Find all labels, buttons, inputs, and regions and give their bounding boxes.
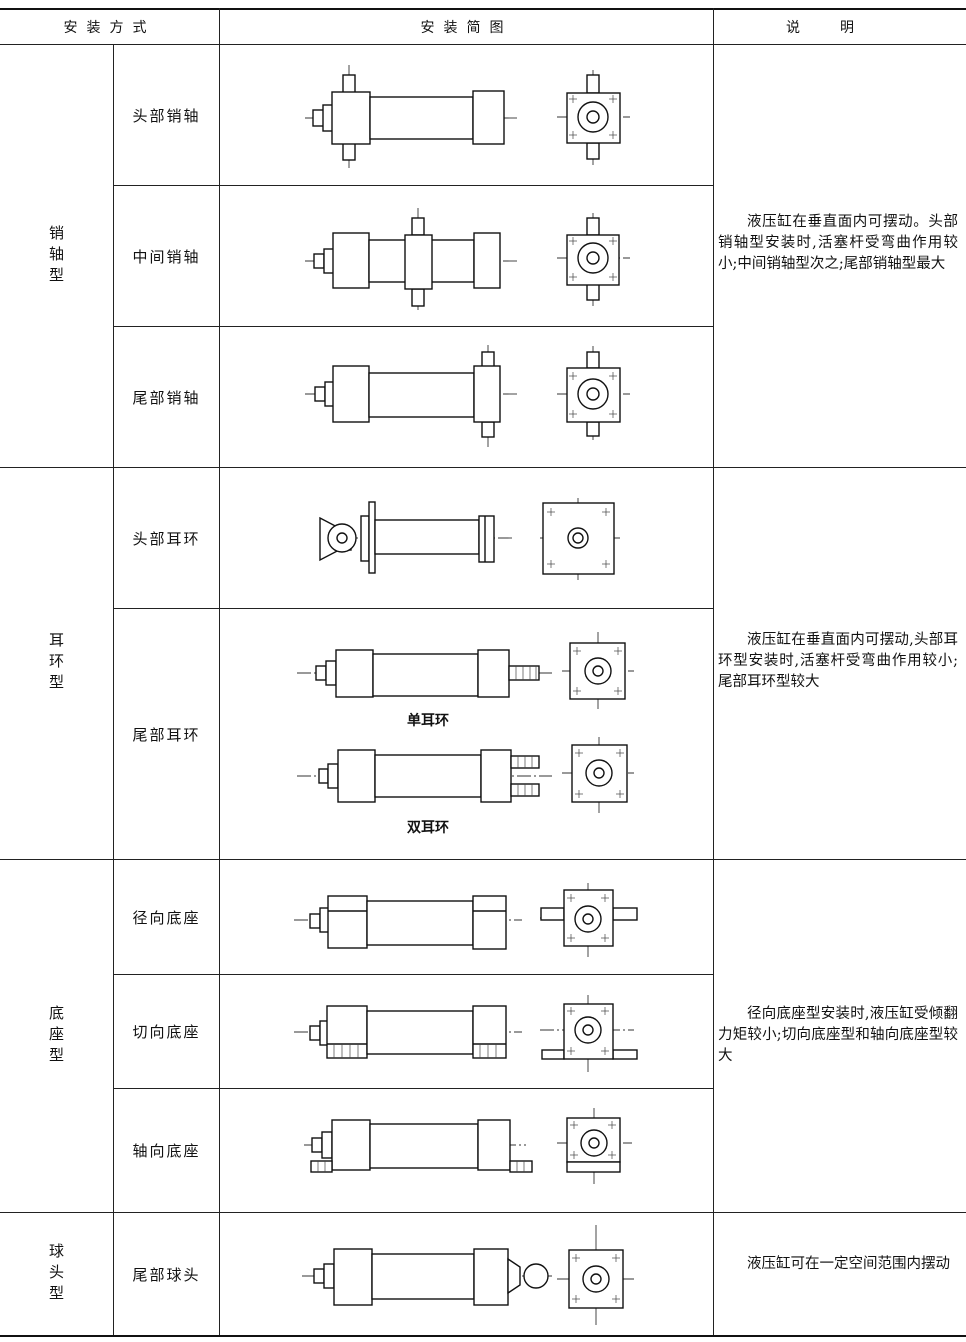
header-diagram: 安装简图 bbox=[420, 19, 513, 36]
note-ball: 液压缸可在一定空间范围内摆动 bbox=[747, 1256, 950, 1272]
group-label-pin: 销轴型 bbox=[47, 224, 65, 288]
item-radial-foot: 径向底座 bbox=[132, 908, 201, 927]
item-head-pin: 头部销轴 bbox=[132, 106, 201, 125]
item-tail-ball: 尾部球头 bbox=[132, 1265, 201, 1284]
header-note: 说明 bbox=[786, 19, 894, 36]
diagram-head-pin bbox=[305, 65, 630, 168]
diagram-middle-pin bbox=[305, 208, 630, 310]
item-tangential-foot: 切向底座 bbox=[132, 1023, 201, 1041]
diagram-tail-ball bbox=[302, 1225, 634, 1325]
header-method: 安装方式 bbox=[63, 19, 156, 36]
caption-double-clevis: 双耳环 bbox=[407, 820, 449, 836]
diagram-radial-foot bbox=[294, 883, 638, 957]
diagram-head-clevis bbox=[319, 498, 622, 580]
diagram-double-clevis bbox=[297, 737, 634, 813]
item-head-clevis: 头部耳环 bbox=[132, 529, 201, 548]
diagram-tail-pin bbox=[305, 345, 630, 447]
note-pin: 液压缸在垂直面内可摆动。头部销轴型安装时,活塞杆受弯曲作用较小;中间销轴型次之;… bbox=[718, 214, 958, 272]
note-foot: 径向底座型安装时,液压缸受倾翻力矩较小;切向底座型和轴向底座型较大 bbox=[718, 1006, 958, 1064]
item-middle-pin: 中间销轴 bbox=[132, 247, 201, 266]
group-label-ball: 球头型 bbox=[47, 1242, 65, 1306]
item-axial-foot: 轴向底座 bbox=[132, 1142, 201, 1160]
diagram-tangential-foot bbox=[294, 995, 638, 1072]
note-clevis: 液压缸在垂直面内可摆动,头部耳环型安装时,活塞杆受弯曲作用较小;尾部耳环型较大 bbox=[718, 632, 958, 690]
group-label-clevis: 耳环型 bbox=[47, 632, 65, 695]
diagram-single-clevis bbox=[297, 632, 634, 709]
group-label-foot: 底座型 bbox=[47, 1004, 65, 1068]
diagram-axial-foot bbox=[304, 1108, 632, 1184]
item-tail-pin: 尾部销轴 bbox=[132, 388, 201, 407]
caption-single-clevis: 单耳环 bbox=[407, 713, 449, 729]
item-tail-clevis: 尾部耳环 bbox=[132, 725, 201, 744]
